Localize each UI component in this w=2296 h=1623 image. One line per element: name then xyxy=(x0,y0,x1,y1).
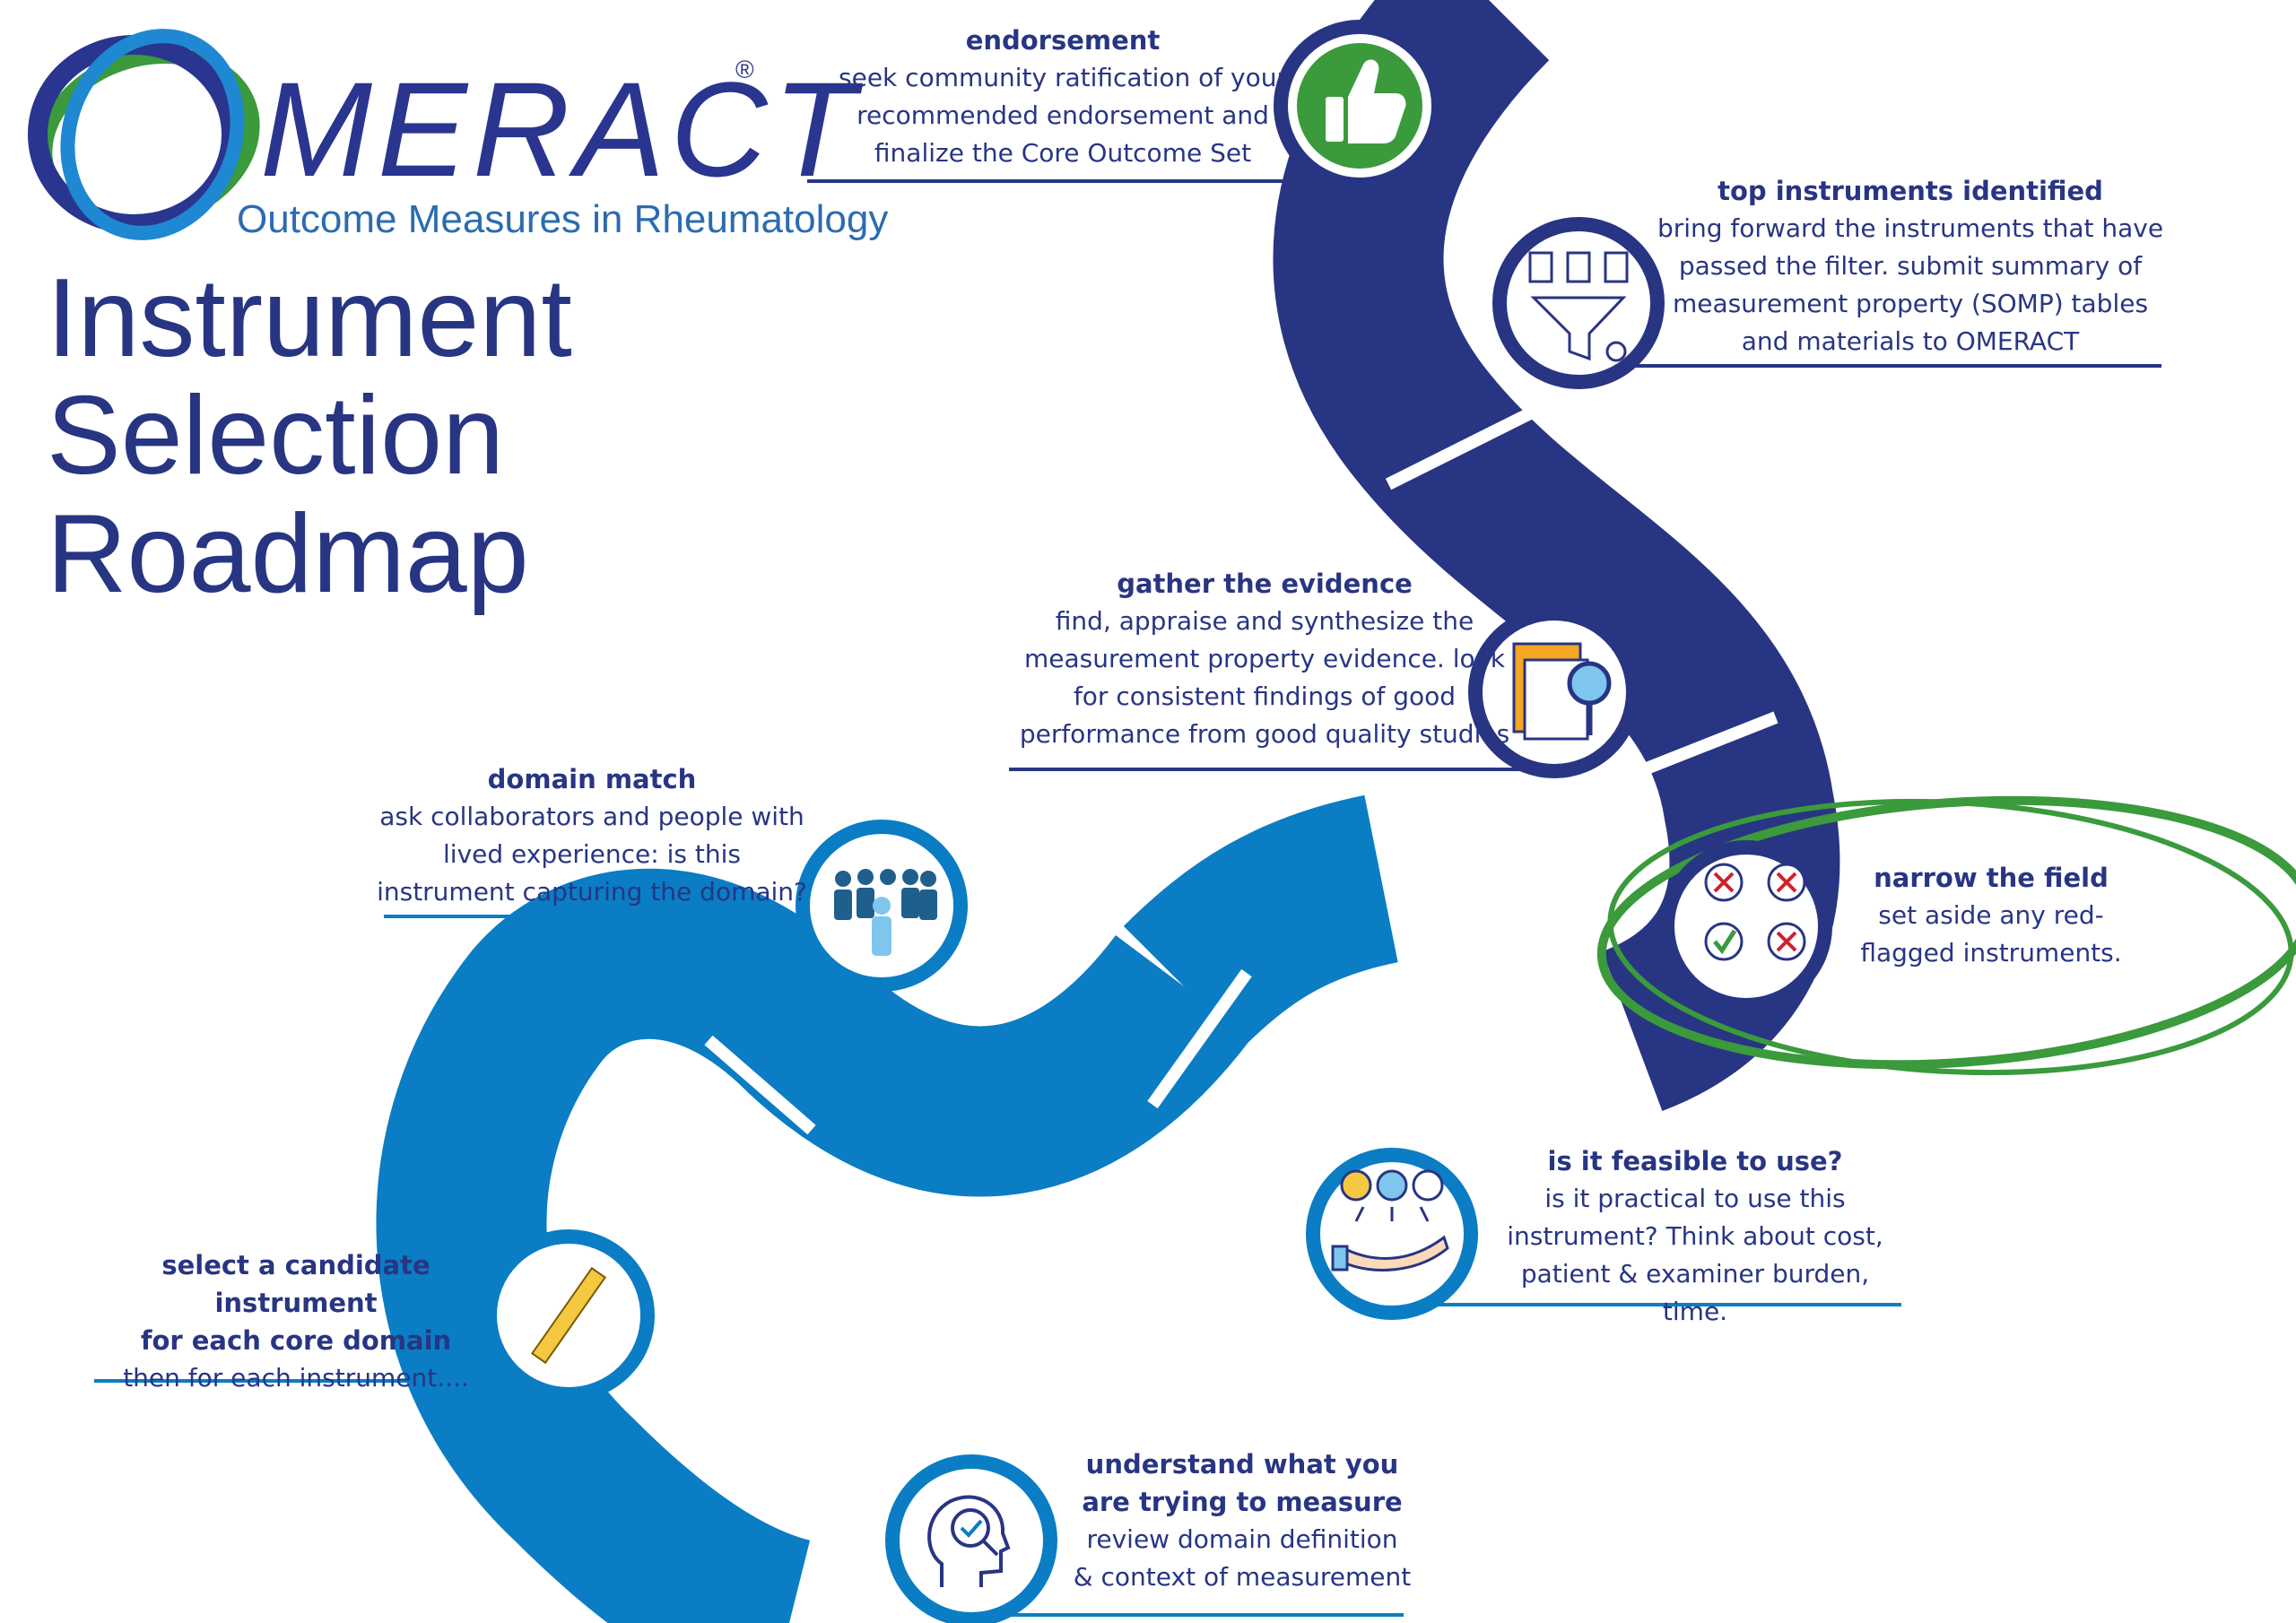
step-text: is it practical to use this instrument? … xyxy=(1507,1184,1883,1327)
thumbs-up-icon xyxy=(1326,59,1406,143)
light-road xyxy=(376,794,1399,1623)
icon-circle-feasible xyxy=(1306,1148,1478,1320)
folder-magnifier-icon xyxy=(1512,642,1612,741)
page-title: Instrument Selection Roadmap xyxy=(47,256,572,616)
step-select-candidate: select a candidate instrument for each c… xyxy=(85,1246,507,1397)
step-top-instruments: top instruments identified bring forward… xyxy=(1632,172,2188,360)
step-gather-evidence: gather the evidence find, appraise and s… xyxy=(996,565,1534,753)
icon-circle-understand xyxy=(885,1454,1057,1623)
document-filter-icon xyxy=(1528,251,1629,362)
people-group-icon xyxy=(834,869,937,956)
icon-circle-select-candidate xyxy=(483,1229,655,1402)
step-title: select a candidate instrument for each c… xyxy=(140,1250,452,1357)
step-endorsement: endorsement seek community ratification … xyxy=(821,22,1305,172)
step-title: endorsement xyxy=(965,25,1161,56)
step-title: understand what you are trying to measur… xyxy=(1082,1449,1403,1518)
hand-cost-time-icon xyxy=(1331,1169,1449,1271)
step-text: ask collaborators and people with lived … xyxy=(377,802,807,907)
road-dividers xyxy=(704,404,1779,1539)
step-feasible: is it feasible to use? is it practical t… xyxy=(1489,1142,1901,1331)
step-text: review domain definition & context of me… xyxy=(1073,1524,1412,1593)
logo-subtitle: Outcome Measures in Rheumatology xyxy=(237,197,889,241)
step-text: bring forward the instruments that have … xyxy=(1657,213,2164,357)
icon-circle-narrow-field xyxy=(1660,840,1832,1012)
icon-circle-top-instruments xyxy=(1492,217,1665,389)
icon-circle-domain-match xyxy=(796,820,968,992)
step-title: gather the evidence xyxy=(1117,568,1413,599)
step-understand: understand what you are trying to measur… xyxy=(1063,1445,1422,1596)
step-title: is it feasible to use? xyxy=(1547,1146,1843,1176)
step-text: seek community ratification of your reco… xyxy=(839,63,1287,169)
step-text: find, appraise and synthesize the measur… xyxy=(1019,606,1510,750)
step-narrow-field: narrow the field set aside any red- flag… xyxy=(1848,859,2135,972)
step-text: then for each instrument.... xyxy=(123,1363,469,1393)
registered-mark: ® xyxy=(735,56,754,83)
step-title: top instruments identified xyxy=(1718,176,2103,206)
red-flag-selection-icon xyxy=(1704,863,1806,961)
ruler-icon xyxy=(530,1266,607,1365)
step-title: domain match xyxy=(487,764,697,794)
green-highlight-ring xyxy=(1596,795,2296,1076)
underline-rules-light xyxy=(94,915,1901,1617)
head-magnifier-icon xyxy=(927,1495,1011,1587)
icon-circle-endorsement xyxy=(1274,20,1446,192)
icon-circle-gather-evidence xyxy=(1468,606,1640,778)
omeract-logo-rings xyxy=(28,29,260,240)
underline-rules xyxy=(807,179,2161,771)
logo-wordmark: MERACT xyxy=(260,54,861,204)
step-domain-match: domain match ask collaborators and peopl… xyxy=(377,760,807,911)
step-text: set aside any red- flagged instruments. xyxy=(1860,900,2122,968)
step-title: narrow the field xyxy=(1874,863,2109,893)
